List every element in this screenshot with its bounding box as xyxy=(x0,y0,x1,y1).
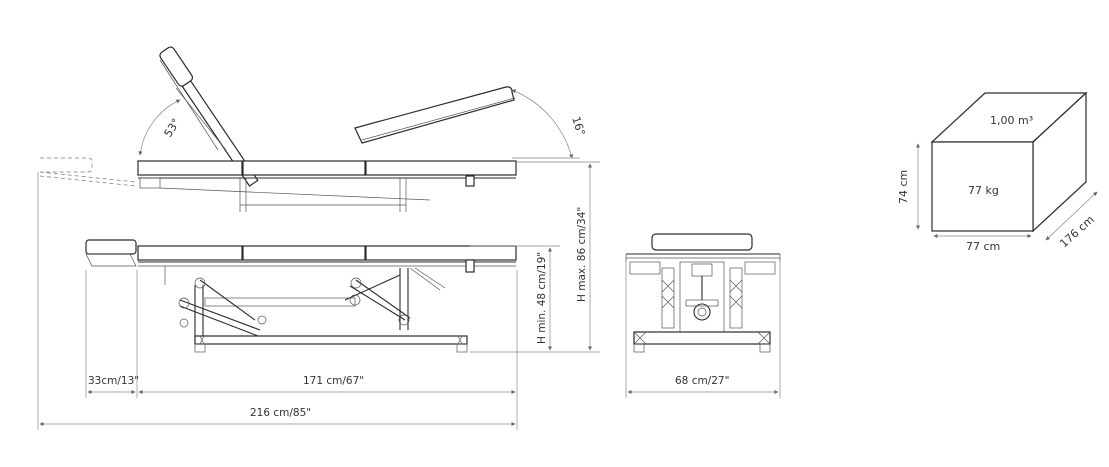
height-min-dimension: H min. 48 cm/19" xyxy=(470,245,600,353)
table-pad-2 xyxy=(242,160,366,176)
width-label: 68 cm/27" xyxy=(675,375,729,387)
table-pad-1 xyxy=(137,160,243,176)
body-length-label: 171 cm/67" xyxy=(303,375,364,387)
front-base xyxy=(633,331,771,345)
package-depth: 176 cm xyxy=(1057,213,1096,250)
height-min-label: H min. 48 cm/19" xyxy=(536,252,548,344)
angle-label-53: 53° xyxy=(162,116,183,139)
front-top-pad xyxy=(651,233,753,251)
total-length-label: 216 cm/85" xyxy=(250,407,311,419)
lift-mechanism xyxy=(164,266,446,340)
width-dimension: 68 cm/27" xyxy=(625,262,781,398)
angle-label-16: 16° xyxy=(569,115,587,138)
package-box: 1,00 m³ 77 kg 74 cm 77 cm 176 cm xyxy=(897,91,1098,253)
headrest-length-label: 33cm/13" xyxy=(88,375,139,387)
height-max-label: H max. 86 cm/34" xyxy=(576,207,588,302)
lowered-pad-2 xyxy=(242,245,366,261)
height-max-dimension: H max. 86 cm/34" xyxy=(516,161,600,351)
headrest-pad xyxy=(85,239,137,255)
lowered-pad-1 xyxy=(137,245,243,261)
angle-arc-16 xyxy=(511,89,574,159)
table-pad-3 xyxy=(365,160,517,176)
tilted-leg-section xyxy=(354,86,516,144)
tilted-headrest xyxy=(159,46,259,187)
package-height: 74 cm xyxy=(897,170,910,204)
lowered-base xyxy=(194,335,468,345)
ghost-headrest xyxy=(39,157,137,187)
length-dimensions: 33cm/13" 171 cm/67" 216 cm/85" xyxy=(37,172,518,430)
package-volume: 1,00 m³ xyxy=(990,114,1033,127)
package-width: 77 cm xyxy=(966,240,1000,253)
front-view xyxy=(625,233,781,353)
package-weight: 77 kg xyxy=(968,184,999,197)
lowered-pad-3 xyxy=(365,245,517,261)
lowered-table-side-view xyxy=(85,239,517,353)
raised-table-side-view: 53° 16° xyxy=(39,46,588,212)
angle-arc-53 xyxy=(138,99,181,156)
